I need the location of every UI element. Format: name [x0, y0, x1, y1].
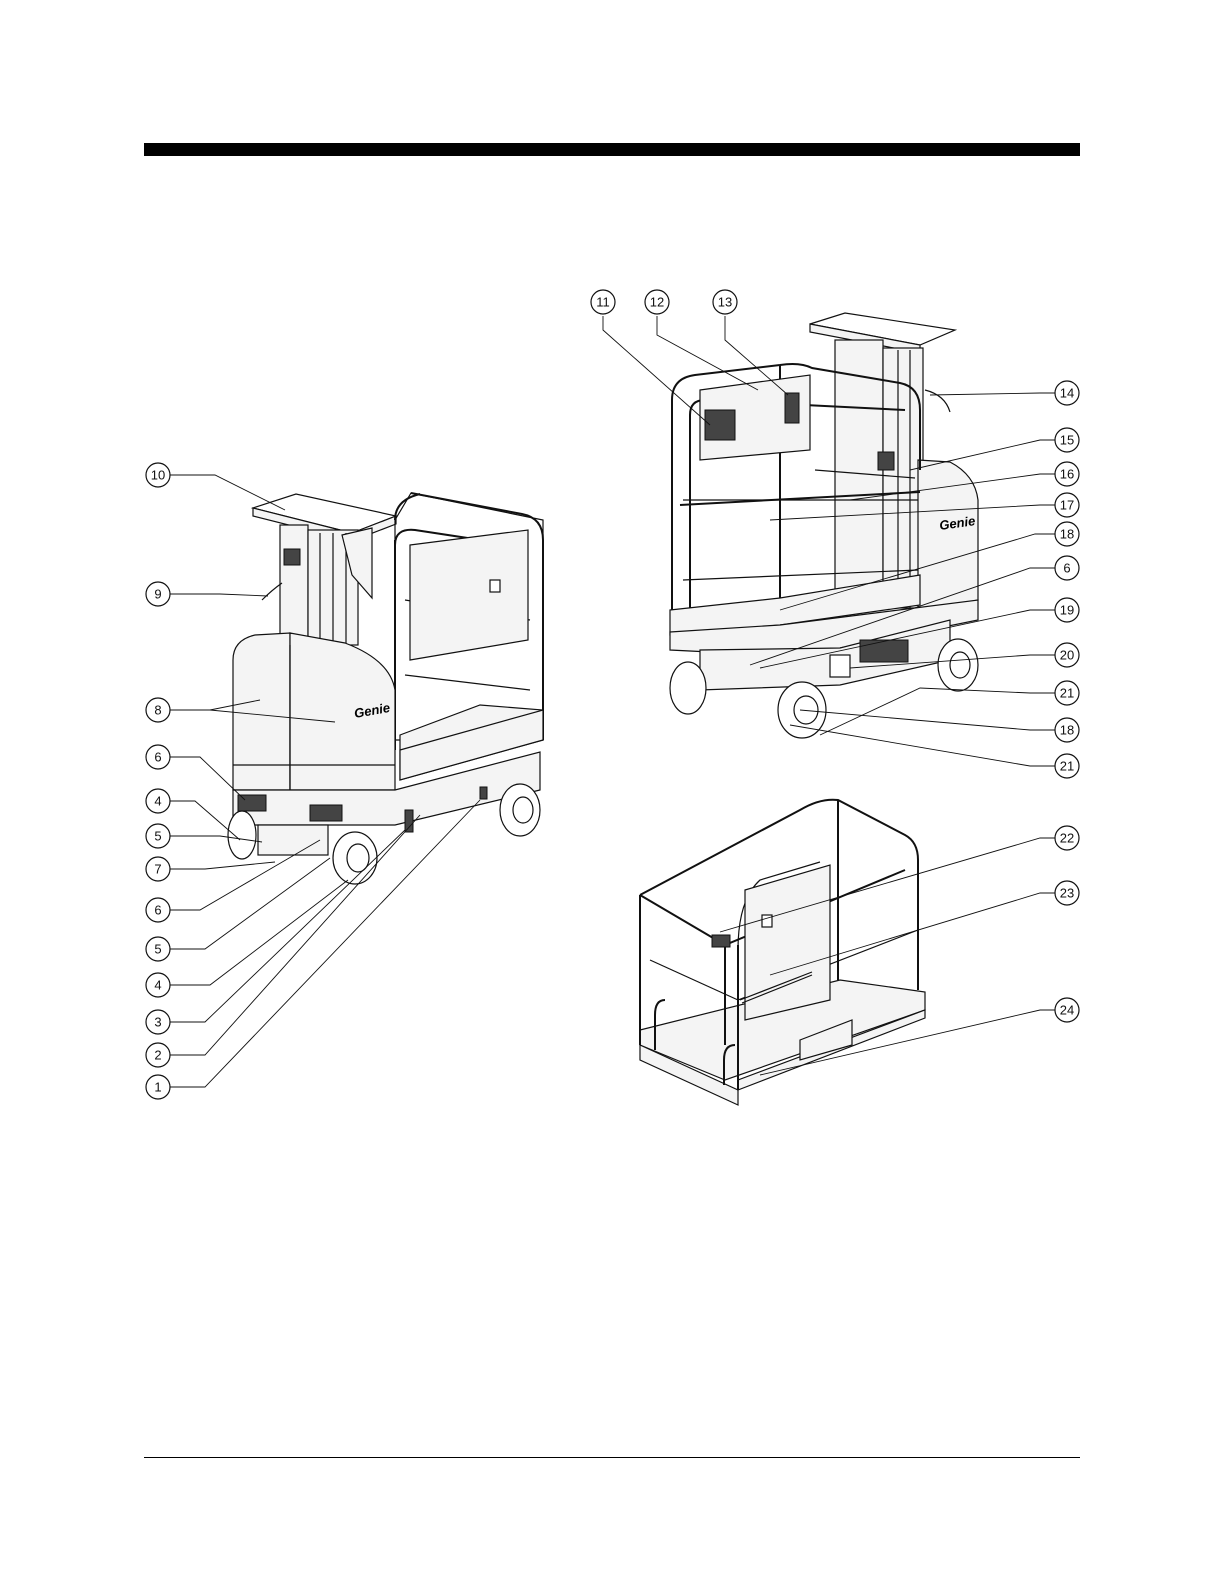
- callout-4: 4: [146, 789, 170, 813]
- callouts-right-bottom: 22 23 24: [1055, 826, 1079, 1022]
- callout-16: 16: [1055, 462, 1079, 486]
- callout-number: 22: [1060, 831, 1074, 846]
- callout-number: 12: [650, 295, 664, 310]
- callout-number: 18: [1060, 723, 1074, 738]
- callout-4: 4: [146, 973, 170, 997]
- callout-number: 13: [718, 295, 732, 310]
- callouts-left: 10 9 8 6 4 5 7 6 5 4 3 2 1: [146, 463, 170, 1099]
- callout-22: 22: [1055, 826, 1079, 850]
- callout-1: 1: [146, 1075, 170, 1099]
- callout-number: 15: [1060, 433, 1074, 448]
- callout-number: 10: [151, 468, 165, 483]
- callout-number: 7: [154, 862, 161, 877]
- machine-rear-view: Genie: [228, 493, 543, 884]
- callout-number: 5: [154, 942, 161, 957]
- callout-15: 15: [1055, 428, 1079, 452]
- callout-3: 3: [146, 1010, 170, 1034]
- callout-9: 9: [146, 582, 170, 606]
- callout-number: 11: [596, 295, 610, 310]
- callout-number: 6: [154, 903, 161, 918]
- callout-18: 18: [1055, 522, 1079, 546]
- callout-number: 14: [1060, 386, 1074, 401]
- callout-14: 14: [1055, 381, 1079, 405]
- callout-18: 18: [1055, 718, 1079, 742]
- callout-number: 21: [1060, 686, 1074, 701]
- callout-number: 16: [1060, 467, 1074, 482]
- callout-number: 4: [154, 978, 161, 993]
- callout-6: 6: [146, 745, 170, 769]
- callout-8: 8: [146, 698, 170, 722]
- callout-number: 9: [154, 587, 161, 602]
- callout-19: 19: [1055, 598, 1079, 622]
- callout-23: 23: [1055, 881, 1079, 905]
- callout-13: 13: [713, 290, 737, 314]
- callout-21: 21: [1055, 681, 1079, 705]
- callout-number: 6: [154, 750, 161, 765]
- callout-6: 6: [1055, 556, 1079, 580]
- platform-cage-view: [640, 800, 925, 1105]
- callout-number: 3: [154, 1015, 161, 1030]
- callout-number: 2: [154, 1048, 161, 1063]
- callout-6: 6: [146, 898, 170, 922]
- machine-front-view: Genie: [670, 313, 978, 738]
- callout-number: 23: [1060, 886, 1074, 901]
- callout-number: 6: [1063, 561, 1070, 576]
- callout-24: 24: [1055, 998, 1079, 1022]
- callout-7: 7: [146, 857, 170, 881]
- callout-5: 5: [146, 824, 170, 848]
- callout-21: 21: [1055, 754, 1079, 778]
- callout-2: 2: [146, 1043, 170, 1067]
- callout-number: 8: [154, 703, 161, 718]
- callout-number: 1: [154, 1080, 161, 1095]
- callout-number: 18: [1060, 527, 1074, 542]
- callout-17: 17: [1055, 493, 1079, 517]
- callout-number: 19: [1060, 603, 1074, 618]
- callout-number: 5: [154, 829, 161, 844]
- callout-10: 10: [146, 463, 170, 487]
- callout-20: 20: [1055, 643, 1079, 667]
- callout-number: 21: [1060, 759, 1074, 774]
- callout-number: 24: [1060, 1003, 1074, 1018]
- callout-number: 17: [1060, 498, 1074, 513]
- callout-12: 12: [645, 290, 669, 314]
- callout-number: 4: [154, 794, 161, 809]
- callout-11: 11: [591, 290, 615, 314]
- callout-5: 5: [146, 937, 170, 961]
- callout-number: 20: [1060, 648, 1074, 663]
